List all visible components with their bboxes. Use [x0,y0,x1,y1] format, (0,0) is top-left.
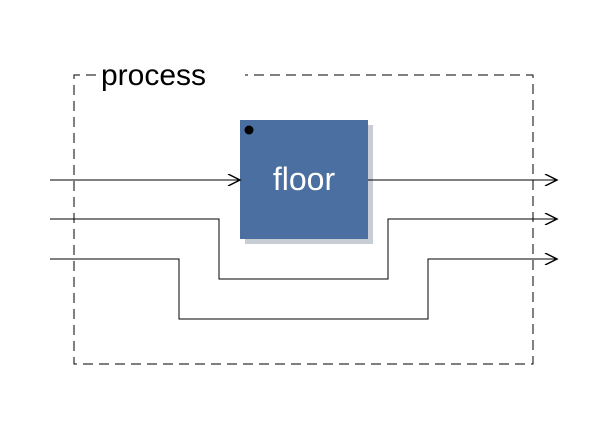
floor-block-origin-dot [244,125,254,135]
floor-block [240,120,368,239]
wire-bypass-3 [50,259,557,320]
floor-block-label: floor [273,161,336,197]
process-group-border [73,74,534,365]
wire-bypass-2 [50,219,557,280]
process-group-label: process [101,59,206,92]
